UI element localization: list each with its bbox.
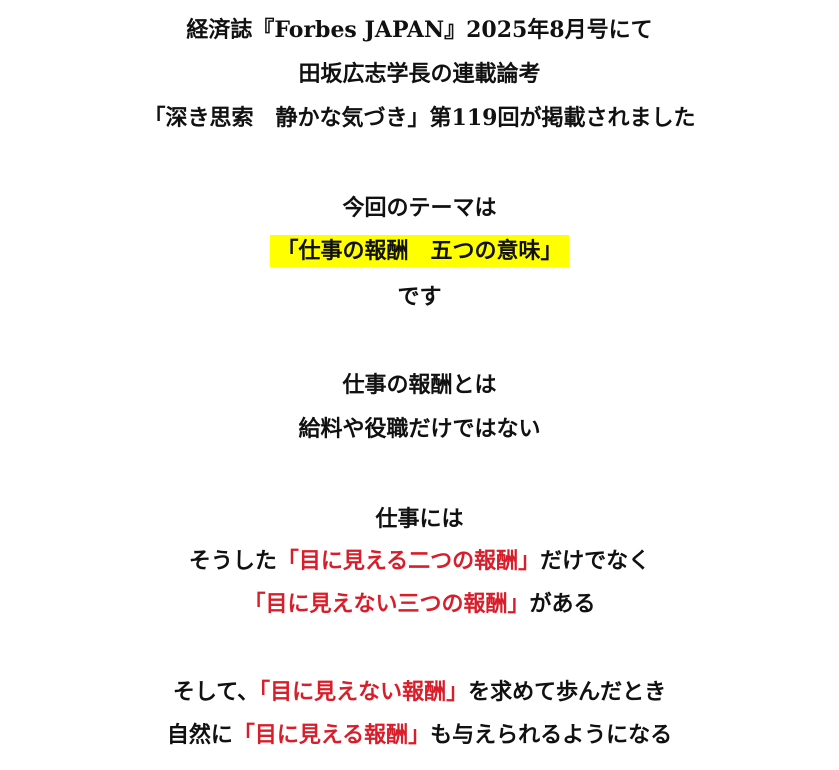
section4-line-2: 自然に「目に見える報酬」も与えられるようになる — [0, 720, 839, 750]
section3-line-3-post: がある — [529, 591, 596, 617]
theme-line-3: です — [397, 284, 442, 310]
theme-line-1: 今回のテーマは — [342, 195, 497, 221]
section3-line-1: 仕事には — [375, 506, 464, 532]
section4-line-1-pre: そして、 — [172, 679, 260, 705]
section3-line-2-pre: そうした — [188, 548, 277, 574]
section4-line-2-post: も与えられるようになる — [430, 722, 673, 748]
section3-line-3: 「目に見えない三つの報酬」がある — [0, 589, 839, 619]
section4-line-1-post: を求めて歩んだとき — [468, 679, 667, 705]
intro-line-2: 田坂広志学長の連載論考 — [298, 61, 541, 87]
section4-line-1-red: 「目に見えない報酬」 — [259, 679, 469, 705]
section3-line-3-red: 「目に見えない三つの報酬」 — [243, 591, 530, 617]
section4-line-1: そして、「目に見えない報酬」を求めて歩んだとき — [0, 677, 839, 707]
intro-line-1: 経済誌『Forbes JAPAN』2025年8月号にて — [186, 17, 653, 43]
section2-line-2: 給料や役職だけではない — [298, 416, 541, 442]
section3-line-2-red: 「目に見える二つの報酬」 — [276, 548, 541, 574]
section4-line-2-red: 「目に見える報酬」 — [232, 722, 431, 748]
theme-highlight: 「仕事の報酬 五つの意味」 — [270, 235, 569, 267]
intro-line-3: 「深き思索 静かな気づき」第119回が掲載されました — [143, 105, 696, 131]
theme-line-2: 「仕事の報酬 五つの意味」 — [0, 235, 839, 267]
section3-line-2: そうした「目に見える二つの報酬」だけでなく — [0, 546, 839, 576]
section3-line-2-post: だけでなく — [540, 548, 651, 574]
section2-line-1: 仕事の報酬とは — [342, 372, 497, 398]
section4-line-2-pre: 自然に — [166, 722, 233, 748]
